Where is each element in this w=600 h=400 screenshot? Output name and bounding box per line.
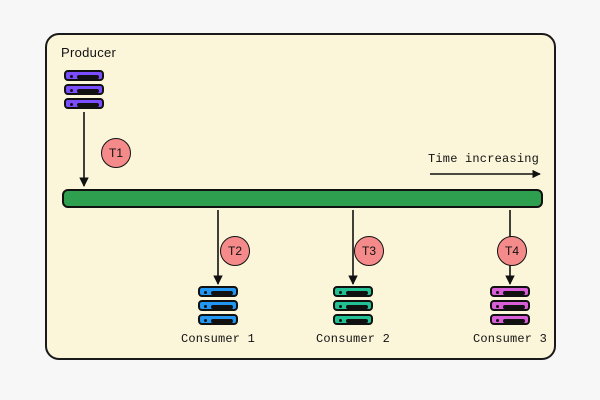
rack-unit: [198, 314, 238, 325]
rack-led-icon: [496, 291, 499, 294]
rack-unit: [333, 314, 373, 325]
rack-led-icon: [339, 305, 342, 308]
flow-badge-t3: T3: [354, 236, 384, 266]
rack-slot: [77, 74, 99, 79]
rack-slot: [77, 102, 99, 107]
rack-led-icon: [496, 305, 499, 308]
rack-led-icon: [496, 319, 499, 322]
rack-unit: [490, 314, 530, 325]
rack-slot: [503, 290, 525, 295]
consumer-3-label: Consumer 3: [472, 332, 548, 346]
rack-led-icon: [339, 291, 342, 294]
rack-led-icon: [70, 103, 73, 106]
rack-slot: [346, 290, 368, 295]
time-increasing-label: Time increasing: [428, 152, 540, 166]
rack-slot: [503, 318, 525, 323]
consumer-2-label: Consumer 2: [315, 332, 391, 346]
rack-slot: [211, 290, 233, 295]
rack-unit: [64, 70, 104, 81]
rack-unit: [198, 286, 238, 297]
rack-unit: [333, 286, 373, 297]
consumer-3-server-rack-icon: [490, 286, 530, 326]
consumer-1-label: Consumer 1: [180, 332, 256, 346]
rack-slot: [211, 318, 233, 323]
rack-unit: [490, 300, 530, 311]
rack-unit: [490, 286, 530, 297]
rack-led-icon: [204, 291, 207, 294]
rack-unit: [333, 300, 373, 311]
rack-slot: [77, 88, 99, 93]
flow-badge-t2: T2: [220, 236, 250, 266]
rack-unit: [64, 84, 104, 95]
rack-slot: [503, 304, 525, 309]
consumer-1-server-rack-icon: [198, 286, 238, 326]
rack-unit: [198, 300, 238, 311]
rack-led-icon: [204, 305, 207, 308]
rack-led-icon: [339, 319, 342, 322]
producer-label: Producer: [61, 45, 117, 60]
topic-log-bar: [62, 189, 543, 208]
rack-unit: [64, 98, 104, 109]
rack-led-icon: [70, 89, 73, 92]
rack-led-icon: [70, 75, 73, 78]
flow-badge-t1: T1: [101, 138, 131, 168]
rack-led-icon: [204, 319, 207, 322]
rack-slot: [211, 304, 233, 309]
rack-slot: [346, 304, 368, 309]
flow-badge-t4: T4: [497, 236, 527, 266]
producer-server-rack-icon: [64, 70, 104, 110]
rack-slot: [346, 318, 368, 323]
consumer-2-server-rack-icon: [333, 286, 373, 326]
